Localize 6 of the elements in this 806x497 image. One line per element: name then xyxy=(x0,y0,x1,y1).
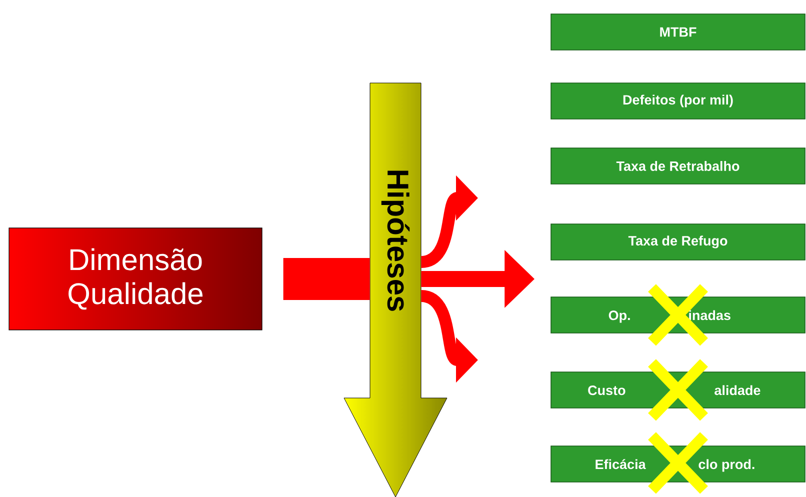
dimension-box: Dimensão Qualidade xyxy=(8,228,262,330)
metric-box: MTBF xyxy=(550,14,806,50)
metric-box: Taxa de Refugo xyxy=(550,224,806,260)
metric-box: Taxa de Retrabalho xyxy=(550,148,806,184)
metric-box: Defeitos (por mil) xyxy=(550,82,806,120)
metric-box: Custo alidade xyxy=(550,372,806,408)
